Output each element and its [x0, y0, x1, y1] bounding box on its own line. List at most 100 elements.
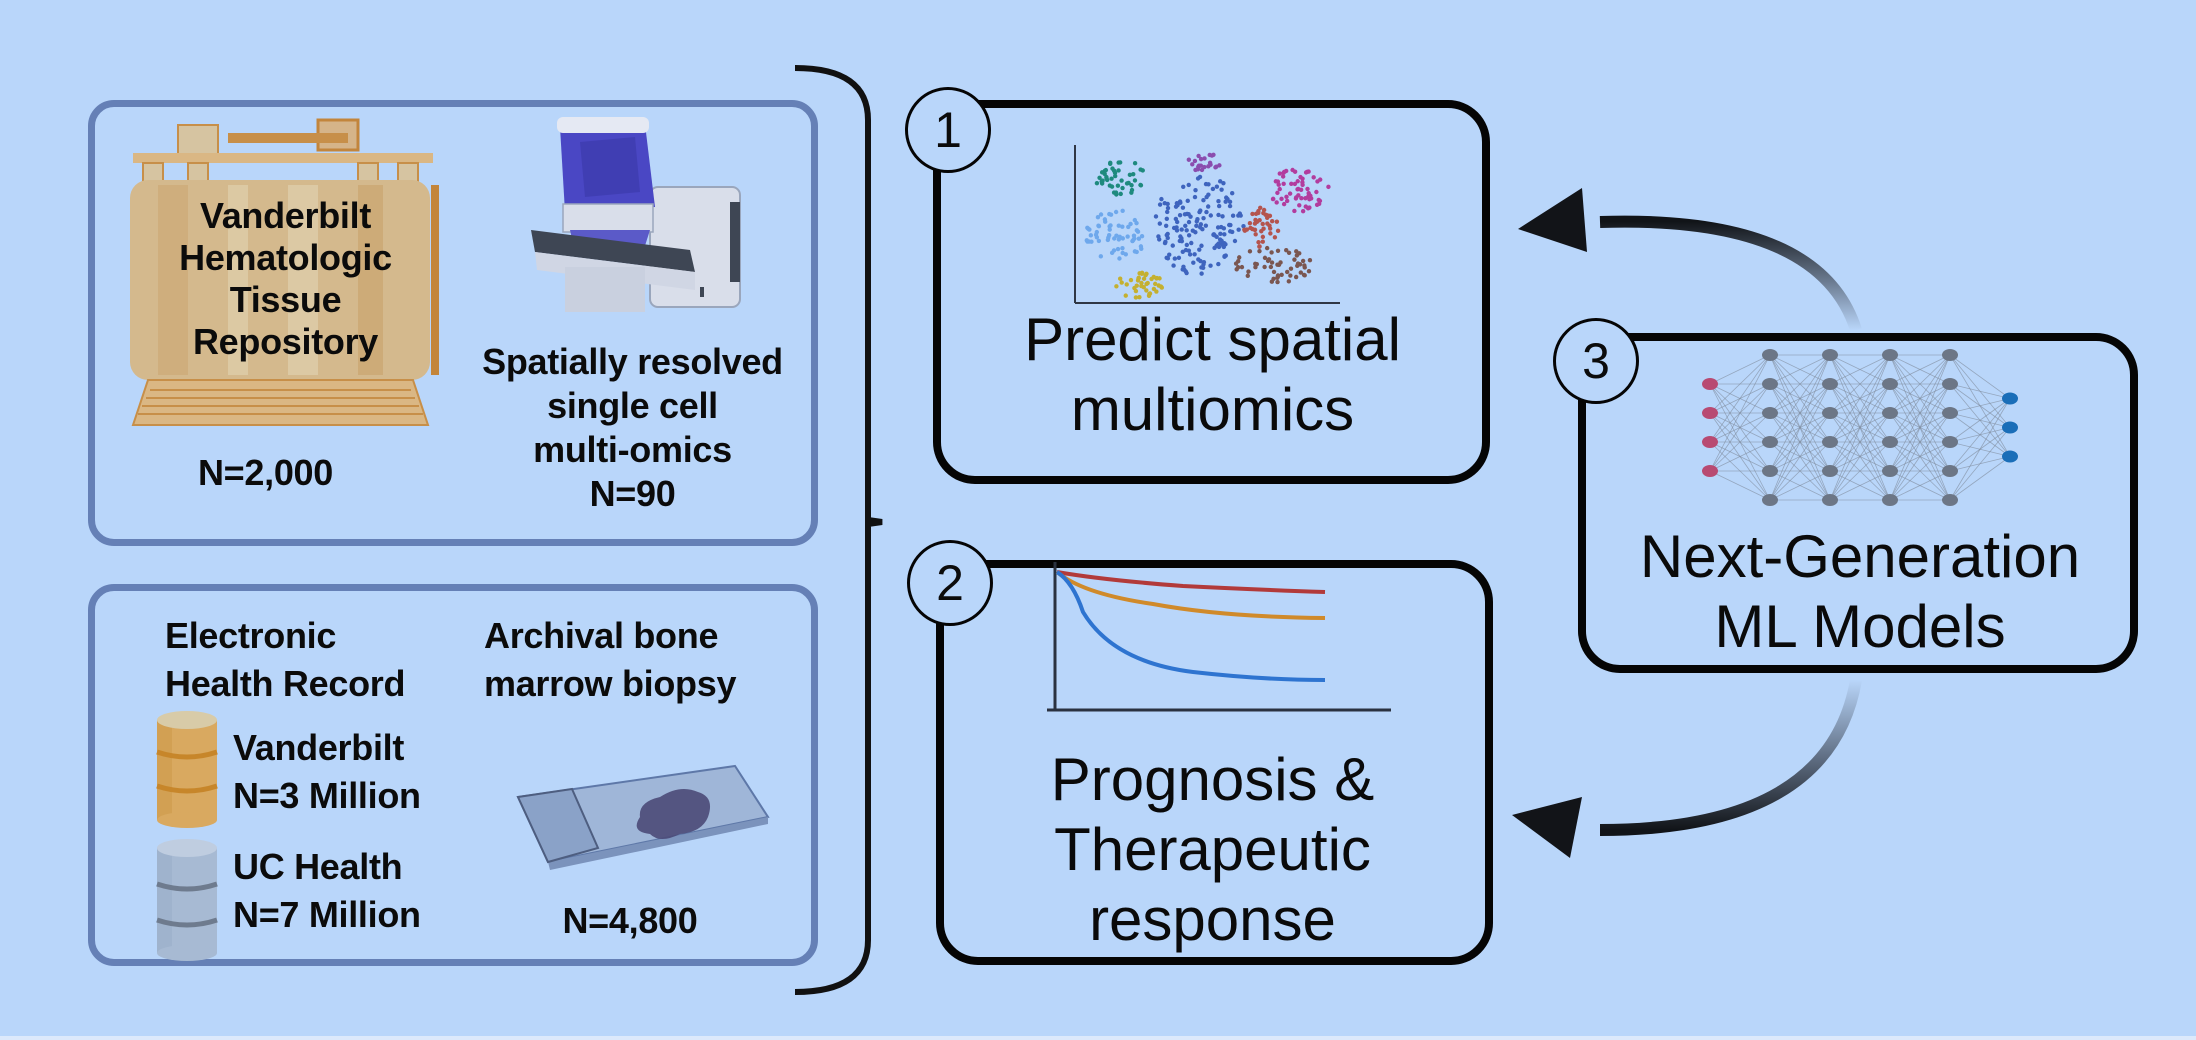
- network-edge: [1949, 398, 2011, 472]
- network-edge: [1889, 354, 1951, 472]
- survival-curve-high: [1056, 570, 1326, 594]
- outcome-box-predict-spatial: [933, 100, 1490, 484]
- tsne-scatter-icon: [1074, 145, 1340, 304]
- scatter-point: [1227, 199, 1233, 205]
- network-hidden-node: [1942, 465, 1958, 477]
- scatter-point: [1234, 267, 1239, 272]
- scatter-point: [1286, 279, 1292, 284]
- network-hidden-node: [1942, 407, 1958, 419]
- outcome-label-predict-spatial: Predict spatial multiomics: [960, 305, 1465, 445]
- scatter-point: [1100, 178, 1105, 183]
- scatter-point: [1164, 216, 1170, 222]
- scatter-point: [1272, 235, 1278, 240]
- scatter-point: [1293, 274, 1299, 280]
- scatter-point: [1190, 228, 1196, 233]
- network-hidden-node: [1942, 349, 1958, 361]
- spatial-title-line: Spatially resolved: [482, 341, 783, 382]
- scatter-point: [1227, 203, 1233, 209]
- survival-curve-icon: [1047, 562, 1391, 712]
- scatter-point: [1141, 276, 1147, 281]
- scatter-point: [1106, 235, 1111, 240]
- network-hidden-node: [1762, 407, 1778, 419]
- ehr-title-line: Health Record: [165, 663, 406, 704]
- scatter-point: [1119, 178, 1124, 183]
- network-edge: [1889, 354, 1951, 414]
- scatter-point: [1253, 232, 1258, 237]
- scatter-point: [1112, 236, 1117, 241]
- scatter-point: [1201, 259, 1207, 265]
- scatter-point: [1211, 232, 1217, 237]
- scatter-point: [1098, 212, 1104, 217]
- scatter-point: [1198, 222, 1204, 227]
- scatter-point: [1185, 198, 1190, 204]
- scatter-point: [1260, 234, 1266, 240]
- scatter-point: [1120, 236, 1126, 241]
- scatter-point: [1239, 264, 1245, 270]
- scatter-point: [1305, 186, 1310, 192]
- scatter-point: [1265, 221, 1270, 226]
- scatter-point: [1217, 179, 1223, 184]
- network-edge: [1709, 470, 1771, 501]
- scatter-point: [1115, 183, 1121, 188]
- scatter-point: [1292, 169, 1298, 174]
- scatter-point: [1241, 223, 1246, 229]
- network-output-node: [2002, 421, 2018, 434]
- scatter-point: [1271, 276, 1276, 282]
- ehr-title-line: Electronic: [165, 615, 337, 656]
- scatter-point: [1286, 250, 1292, 256]
- scatter-point: [1215, 225, 1221, 230]
- scatter-point: [1089, 239, 1094, 244]
- scatter-point: [1267, 226, 1273, 231]
- scatter-point: [1115, 246, 1121, 252]
- scatter-point: [1288, 266, 1294, 271]
- scatter-point: [1120, 185, 1125, 191]
- data-panel-clinical: [88, 584, 818, 966]
- repository-title: Vanderbilt Hematologic Tissue Repository: [128, 195, 443, 363]
- scatter-point: [1109, 176, 1114, 181]
- scatter-point: [1256, 240, 1261, 245]
- network-hidden-node: [1942, 494, 1958, 506]
- neural-network-icon: [1702, 349, 2018, 506]
- scatter-point: [1287, 191, 1293, 196]
- scatter-point: [1236, 227, 1241, 232]
- network-edge: [1769, 354, 1831, 414]
- network-hidden-node: [1822, 465, 1838, 477]
- network-hidden-node: [1762, 349, 1778, 361]
- scatter-point: [1280, 174, 1286, 179]
- scatter-point: [1264, 245, 1270, 251]
- biopsy-title-line: Archival bone: [484, 615, 719, 656]
- scatter-point: [1184, 270, 1189, 276]
- scatter-point: [1188, 214, 1193, 219]
- scatter-point: [1298, 174, 1303, 180]
- scatter-point: [1230, 229, 1235, 235]
- scatter-point: [1221, 180, 1226, 186]
- scatter-point: [1246, 269, 1251, 274]
- scatter-point: [1159, 196, 1164, 202]
- step-number-badge: 2: [907, 540, 993, 626]
- spatial-title-line: single cell: [547, 385, 718, 426]
- bottom-strip: [0, 1036, 2196, 1040]
- outcome-box-ml-models: [1578, 333, 2138, 673]
- scatter-point: [1184, 242, 1190, 248]
- scatter-point: [1247, 220, 1253, 226]
- scatter-point: [1084, 238, 1089, 243]
- scatter-point: [1181, 184, 1186, 189]
- scatter-point: [1097, 175, 1102, 181]
- network-edge: [1949, 456, 2011, 501]
- network-hidden-node: [1882, 465, 1898, 477]
- network-edge: [1769, 354, 1831, 472]
- scatter-point: [1132, 217, 1138, 223]
- scatter-point: [1131, 171, 1136, 177]
- scatter-point: [1242, 227, 1247, 232]
- network-hidden-node: [1762, 494, 1778, 506]
- network-edge: [1829, 354, 1891, 385]
- scatter-point: [1265, 213, 1270, 218]
- scatter-point: [1279, 196, 1284, 202]
- network-hidden-node: [1762, 378, 1778, 390]
- scatter-point: [1258, 205, 1263, 210]
- scatter-point: [1177, 199, 1183, 204]
- network-edge: [1709, 383, 1771, 472]
- outcome-box-prognosis: [936, 560, 1493, 965]
- network-edge: [1709, 354, 1771, 385]
- spatial-title-line: multi-omics: [533, 429, 732, 470]
